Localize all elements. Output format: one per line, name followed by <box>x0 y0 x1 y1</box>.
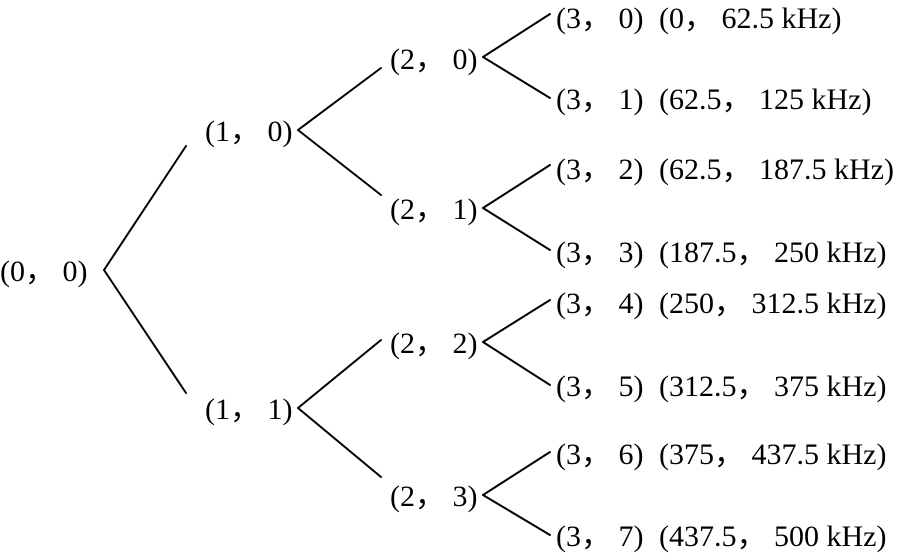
edge-2-2-to-3-5 <box>482 341 551 386</box>
node-2-2: (2， 2) <box>390 327 478 360</box>
edge-1-1-to-2-3 <box>297 407 382 478</box>
band-3-5: (312.5， 375 kHz) <box>659 370 887 403</box>
band-3-7: (437.5， 500 kHz) <box>659 520 887 553</box>
band-3-6: (375， 437.5 kHz) <box>659 438 887 471</box>
edge-2-0-to-3-0 <box>482 13 551 58</box>
node-3-5: (3， 5) <box>556 370 644 403</box>
edge-1-1-to-2-2 <box>297 339 382 409</box>
edge-2-3-to-3-6 <box>482 451 551 496</box>
node-0-0: (0， 0) <box>0 255 88 288</box>
node-2-1: (2， 1) <box>390 193 478 226</box>
edge-1-0-to-2-1 <box>297 129 382 196</box>
node-3-2: (3， 2) <box>556 153 644 186</box>
edge-1-0-to-2-0 <box>297 67 382 131</box>
node-2-3: (2， 3) <box>390 480 478 513</box>
band-3-2: (62.5， 187.5 kHz) <box>659 153 894 186</box>
node-3-3: (3， 3) <box>556 236 644 269</box>
edge-2-1-to-3-2 <box>482 164 551 209</box>
edge-2-1-to-3-3 <box>482 207 551 251</box>
node-3-1: (3， 1) <box>556 83 644 116</box>
node-1-0: (1， 0) <box>205 115 293 148</box>
band-3-1: (62.5， 125 kHz) <box>659 83 872 116</box>
node-1-1: (1， 1) <box>205 393 293 426</box>
edge-2-0-to-3-1 <box>482 56 551 99</box>
node-2-0: (2， 0) <box>390 43 478 76</box>
edge-0-0-to-1-0 <box>103 145 187 271</box>
node-3-0: (3， 0) <box>556 2 644 35</box>
band-3-0: (0， 62.5 kHz) <box>659 2 842 35</box>
band-3-4: (250， 312.5 kHz) <box>659 287 887 320</box>
node-3-6: (3， 6) <box>556 438 644 471</box>
band-3-3: (187.5， 250 kHz) <box>659 236 887 269</box>
edge-2-2-to-3-4 <box>482 299 551 343</box>
node-3-7: (3， 7) <box>556 520 644 553</box>
edge-2-3-to-3-7 <box>482 494 551 536</box>
node-3-4: (3， 4) <box>556 287 644 320</box>
edge-0-0-to-1-1 <box>103 269 187 394</box>
